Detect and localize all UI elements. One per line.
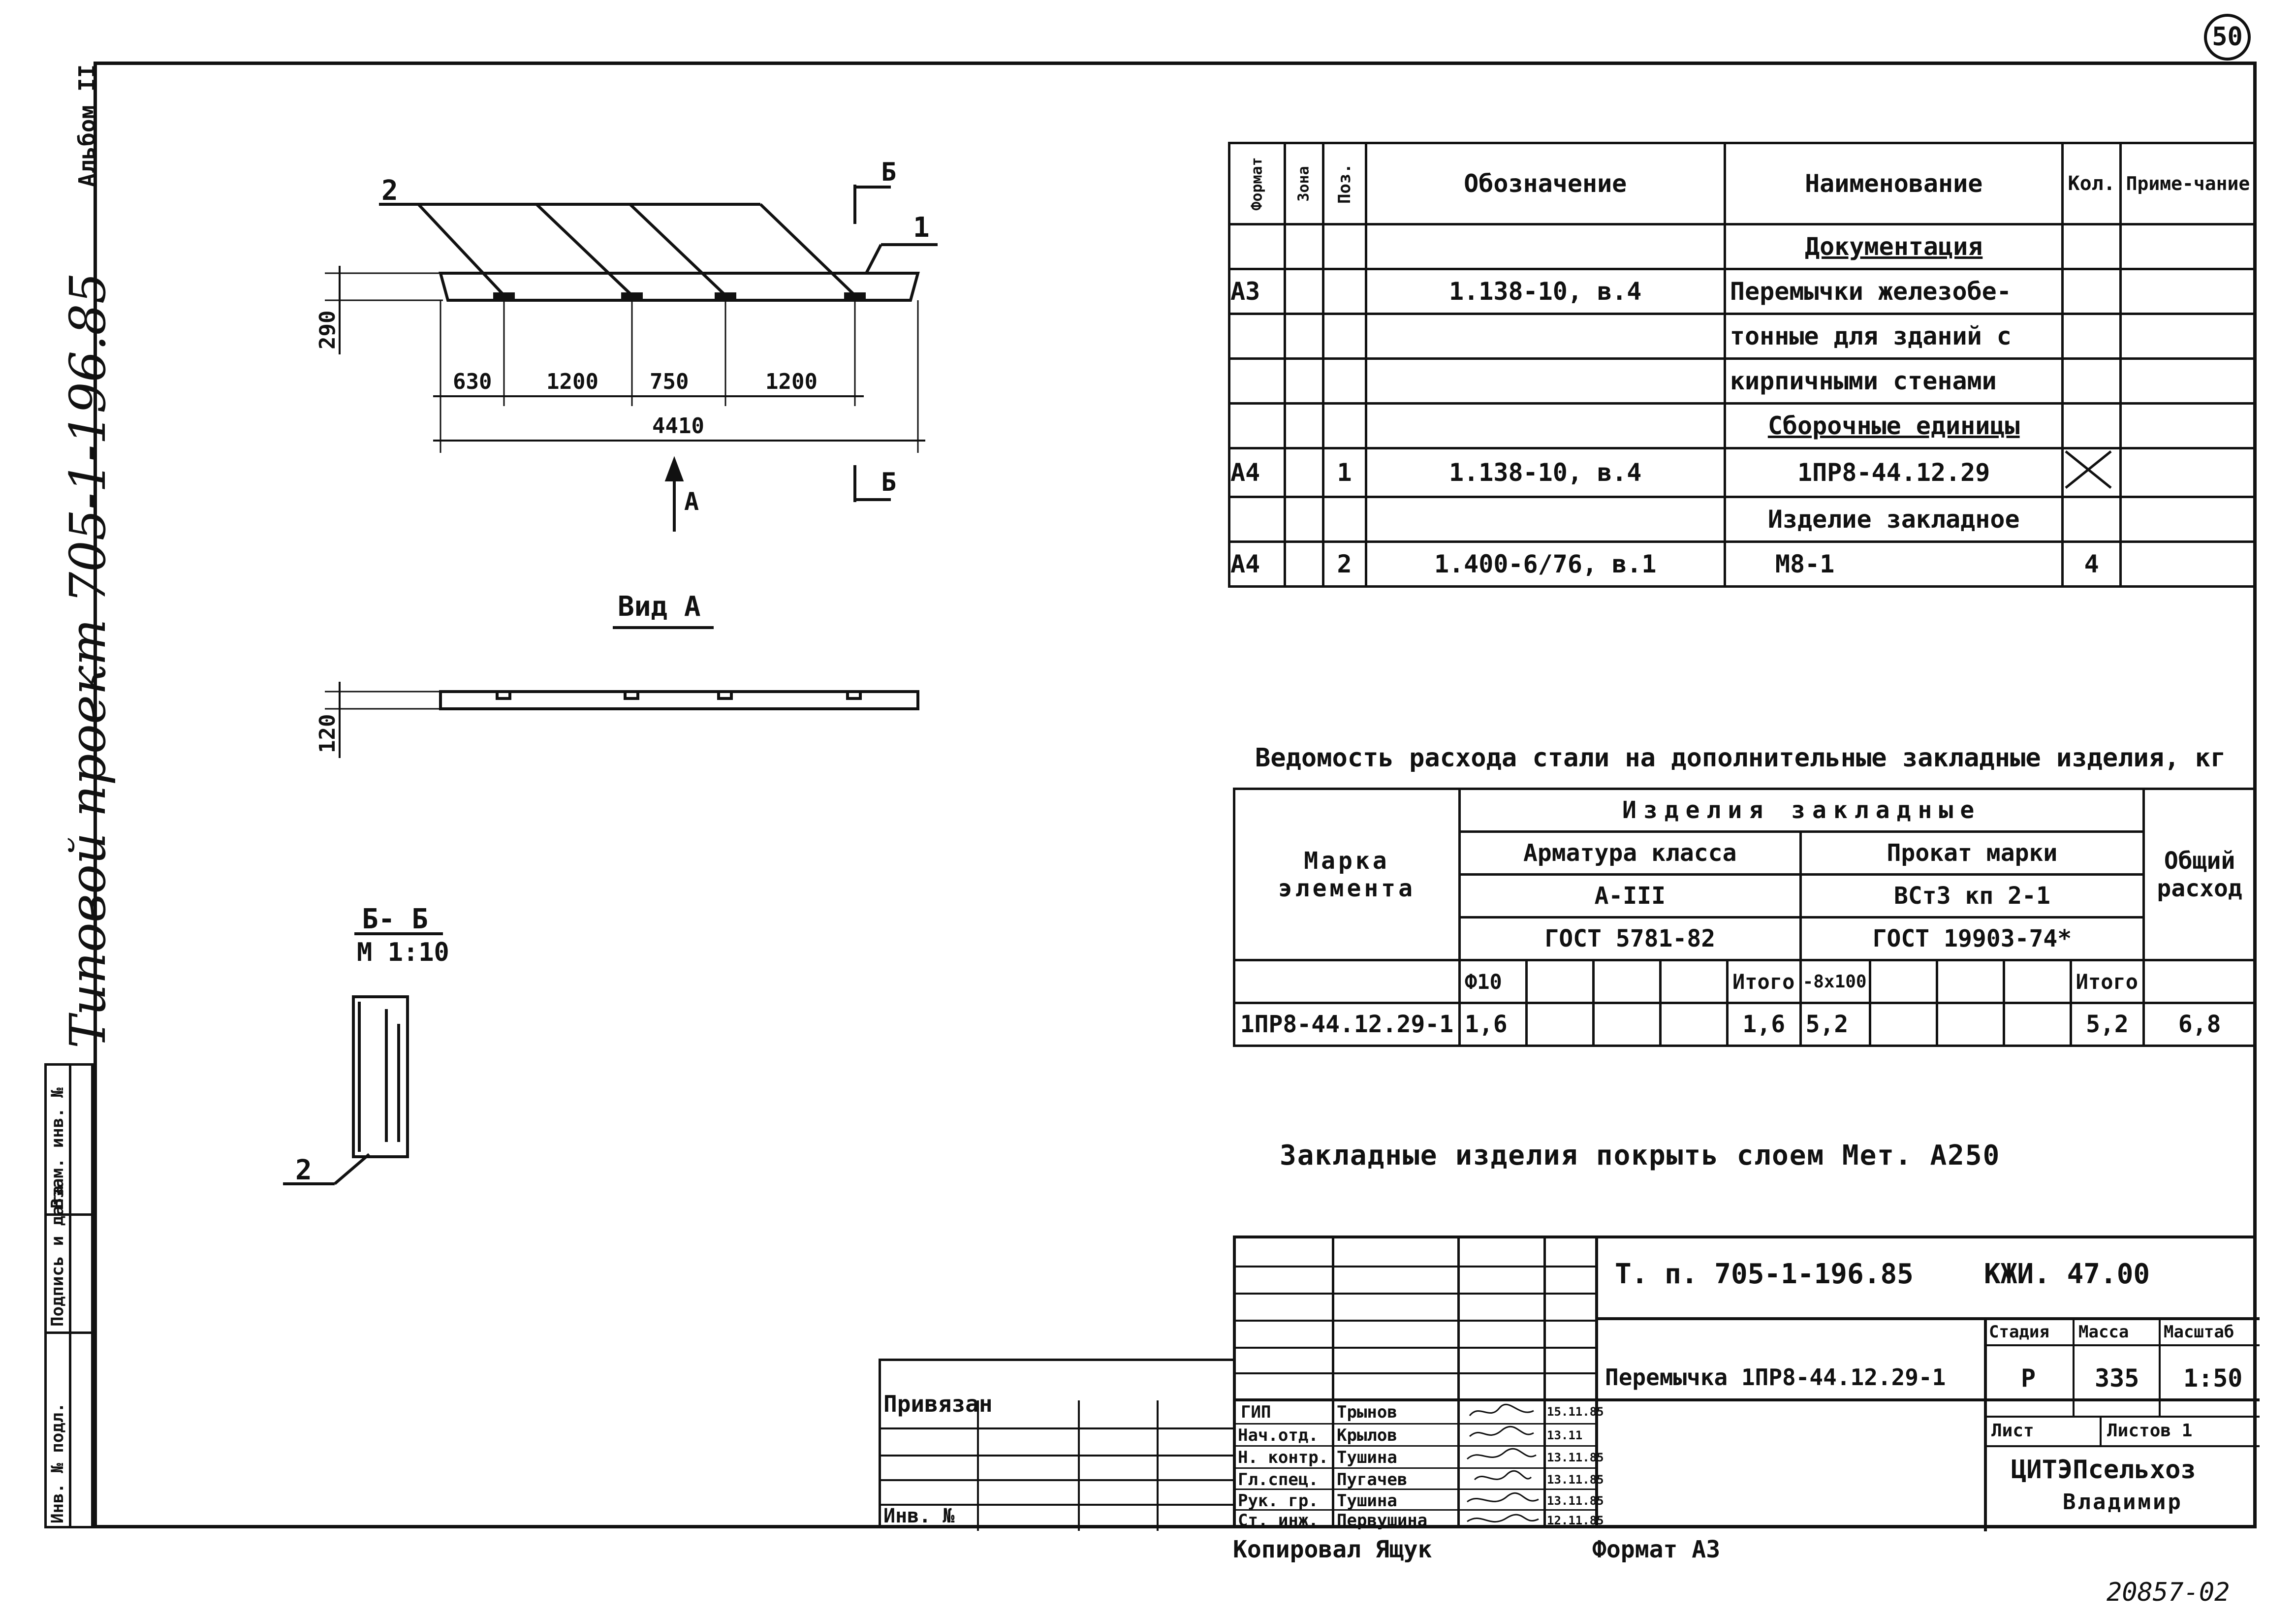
- rebar-gost: ГОСТ 5781-82: [1458, 916, 1802, 961]
- header-pos: Поз.: [1321, 142, 1367, 225]
- header-name: Наименование: [1723, 142, 2064, 225]
- signer-name: Трынов: [1337, 1402, 1397, 1422]
- sheet-format: Формат А3: [1592, 1536, 1721, 1563]
- binding-block: Привязан Инв. №: [879, 1359, 1235, 1531]
- signer-role: Нач.отд.: [1238, 1426, 1319, 1445]
- signer-name: Тушина: [1337, 1491, 1397, 1511]
- dim-630: 630: [453, 369, 492, 394]
- scale-header: Масштаб: [2164, 1322, 2234, 1342]
- stage-value: Р: [2021, 1364, 2036, 1393]
- rolled-grade: ВСт3 кп 2-1: [1799, 873, 2145, 919]
- signer-role: Гл.спец.: [1238, 1470, 1319, 1489]
- signer-name: Крылов: [1337, 1426, 1397, 1445]
- signer-date: 13.11.85: [1547, 1473, 1604, 1487]
- view-mark-a: А: [684, 487, 699, 516]
- section-callout-2: 2: [295, 1154, 312, 1186]
- header-format: Формат: [1227, 142, 1287, 225]
- specification-table: Формат Зона Поз. Обозначение Наименовани…: [1227, 142, 2257, 588]
- section-mark-top: Б: [881, 158, 897, 187]
- project-code: Т. п. 705-1-196.85: [1615, 1258, 1914, 1290]
- rebar-class: А-III: [1458, 873, 1802, 919]
- steel-row: 1ПР8-44.12.29-1 1,6 1,6 5,2 5,2 6,8: [1233, 1002, 2257, 1047]
- header-note: Приме-чание: [2119, 142, 2257, 225]
- spec-row: Документация: [1227, 223, 2257, 270]
- sheet-code: КЖИ. 47.00: [1984, 1258, 2150, 1290]
- callout-1-label: 1: [913, 212, 930, 244]
- signer-role: Рук. гр.: [1238, 1491, 1319, 1511]
- dim-1200-b: 1200: [765, 369, 818, 394]
- signer-date: 13.11.85: [1547, 1494, 1604, 1508]
- signatures: [1466, 1404, 1539, 1523]
- header-total: Общий расход: [2142, 788, 2257, 961]
- dim-120: 120: [315, 714, 340, 753]
- qty-cross-icon: [2061, 447, 2122, 498]
- col-phi10: Ф10: [1458, 959, 1528, 1004]
- spec-row: Изделие закладное: [1227, 496, 2257, 543]
- scale-value: 1:50: [2183, 1364, 2243, 1393]
- city: Владимир: [2063, 1489, 2183, 1515]
- dim-290: 290: [315, 310, 340, 349]
- steel-schedule-title: Ведомость расхода стали на дополнительны…: [1255, 743, 2226, 773]
- signer-name: Первушина: [1337, 1511, 1428, 1530]
- section-title: Б- Б: [362, 903, 428, 935]
- coating-note: Закладные изделия покрыть слоем Мет. А25…: [1280, 1140, 2001, 1172]
- signer-name: Пугачев: [1337, 1470, 1408, 1489]
- col-itogo-1: Итого: [1726, 959, 1802, 1004]
- copied-by: Копировал Ящук: [1233, 1536, 1432, 1563]
- header-qty: Кол.: [2061, 142, 2122, 225]
- header-rolled: Прокат марки: [1799, 830, 2145, 876]
- binding-label: Привязан: [883, 1391, 993, 1417]
- dim-4410: 4410: [652, 413, 704, 439]
- dim-750: 750: [650, 369, 689, 394]
- header-designation: Обозначение: [1364, 142, 1726, 225]
- col-plate: -8х100: [1799, 959, 1871, 1004]
- mass-header: Масса: [2078, 1322, 2129, 1342]
- signer-name: Тушина: [1337, 1448, 1397, 1467]
- header-mark: Марка элемента: [1233, 788, 1461, 961]
- inventory-label: Инв. №: [883, 1505, 955, 1527]
- header-zone: Зона: [1284, 142, 1324, 225]
- mass-value: 335: [2095, 1364, 2139, 1393]
- callout-2-label: 2: [381, 175, 398, 207]
- signer-role: Н. контр.: [1238, 1448, 1329, 1467]
- header-rebar: Арматура класса: [1458, 830, 1802, 876]
- signer-role: Ст. инж.: [1238, 1511, 1319, 1530]
- signer-role: ГИП: [1241, 1402, 1271, 1422]
- signer-date: 12.11.85: [1547, 1514, 1604, 1527]
- sheet-number-badge: 50: [2204, 14, 2251, 61]
- spec-row: кирпичными стенами: [1227, 357, 2257, 405]
- view-a-title: Вид А: [618, 591, 701, 623]
- col-itogo-2: Итого: [2069, 959, 2145, 1004]
- steel-schedule-table: Марка элемента Изделия закладные Общий р…: [1233, 788, 2257, 1047]
- signer-date: 13.11.85: [1547, 1451, 1604, 1464]
- spec-row: Сборочные единицы: [1227, 402, 2257, 449]
- sheets-header: Листов 1: [2107, 1421, 2193, 1441]
- header-items: Изделия закладные: [1458, 788, 2145, 833]
- signer-date: 13.11: [1547, 1428, 1583, 1442]
- left-stamp-strip: Инв. № подл. Подпись и дата Взам. инв. №: [44, 1063, 94, 1528]
- rolled-gost: ГОСТ 19903-74*: [1799, 916, 2145, 961]
- archive-code: 20857-02: [2107, 1578, 2230, 1607]
- spec-row: тонные для зданий с: [1227, 313, 2257, 360]
- sheet-header: Лист: [1991, 1421, 2034, 1441]
- stage-header: Стадия: [1989, 1322, 2049, 1342]
- section-mark-bottom: Б: [881, 468, 897, 497]
- title-block: Т. п. 705-1-196.85 КЖИ. 47.00 Перемычка …: [1233, 1236, 2260, 1531]
- section-scale: М 1:10: [357, 938, 449, 967]
- organization: ЦИТЭПсельхоз: [2011, 1455, 2196, 1485]
- item-name: Перемычка 1ПР8-44.12.29-1: [1605, 1364, 1946, 1391]
- dim-1200-a: 1200: [546, 369, 598, 394]
- signer-date: 15.11.85: [1547, 1405, 1604, 1419]
